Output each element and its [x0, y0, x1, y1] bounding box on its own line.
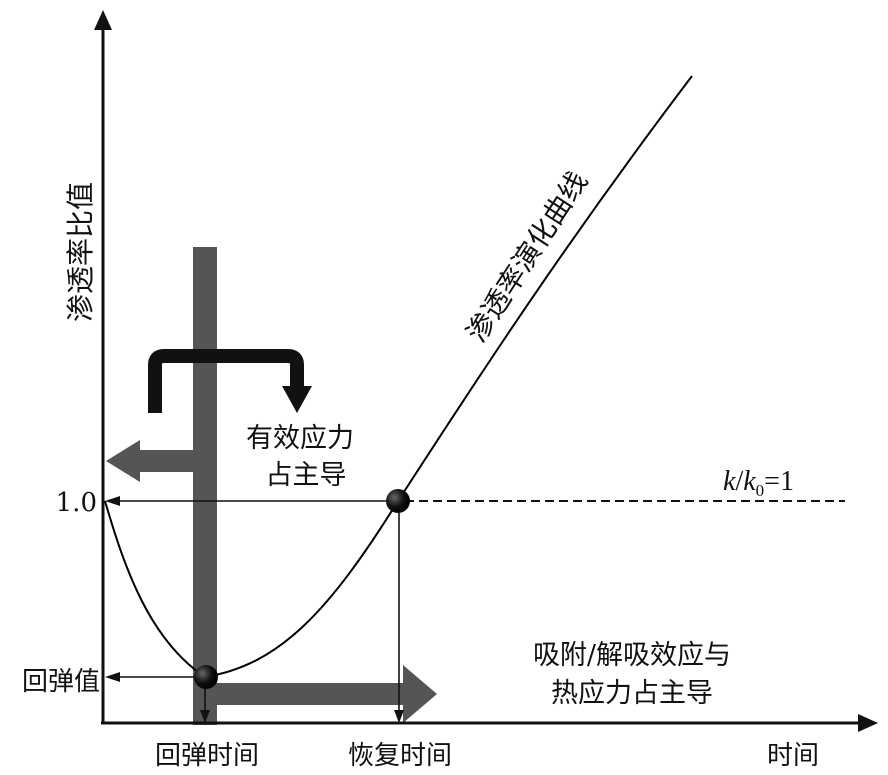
- y-axis: [94, 10, 112, 724]
- adsorption-label-line2: 热应力占主导: [551, 678, 713, 709]
- k0-symbol: k: [743, 466, 756, 497]
- bent-arrow: [148, 349, 312, 413]
- recovery-point: [386, 489, 410, 513]
- y-tick-rebound: 回弹值: [22, 667, 100, 697]
- recovery-time-arrow: [394, 502, 404, 723]
- right-gray-arrow: [215, 665, 437, 723]
- y-axis-label: 渗透率比值: [64, 182, 97, 322]
- k0-subscript: 0: [756, 481, 765, 500]
- x-tick-rebound-time: 回弹时间: [155, 741, 259, 771]
- level-1-arrow: [105, 496, 398, 506]
- permeability-curve: [104, 75, 693, 679]
- rebound-point: [194, 665, 218, 689]
- rebound-value-arrow: [105, 672, 205, 682]
- svg-text:k/k0=1: k/k0=1: [723, 466, 794, 500]
- k-symbol: k: [723, 466, 736, 497]
- slash: /: [735, 466, 743, 497]
- adsorption-label-line1: 吸附/解吸效应与: [533, 640, 731, 671]
- x-axis-label: 时间: [767, 741, 819, 771]
- reference-line-label: k/k0=1: [723, 466, 794, 500]
- effective-stress-label-line2: 占主导: [266, 460, 347, 491]
- effective-stress-label-line1: 有效应力: [246, 423, 354, 454]
- curve-label: 渗透率演化曲线: [460, 166, 594, 348]
- left-gray-arrow: [106, 440, 195, 482]
- rebound-time-band: [193, 247, 217, 725]
- y-tick-1: 1.0: [56, 488, 97, 518]
- x-axis: [101, 714, 878, 732]
- equals-one: =1: [764, 466, 794, 497]
- x-tick-recovery-time: 恢复时间: [348, 741, 452, 771]
